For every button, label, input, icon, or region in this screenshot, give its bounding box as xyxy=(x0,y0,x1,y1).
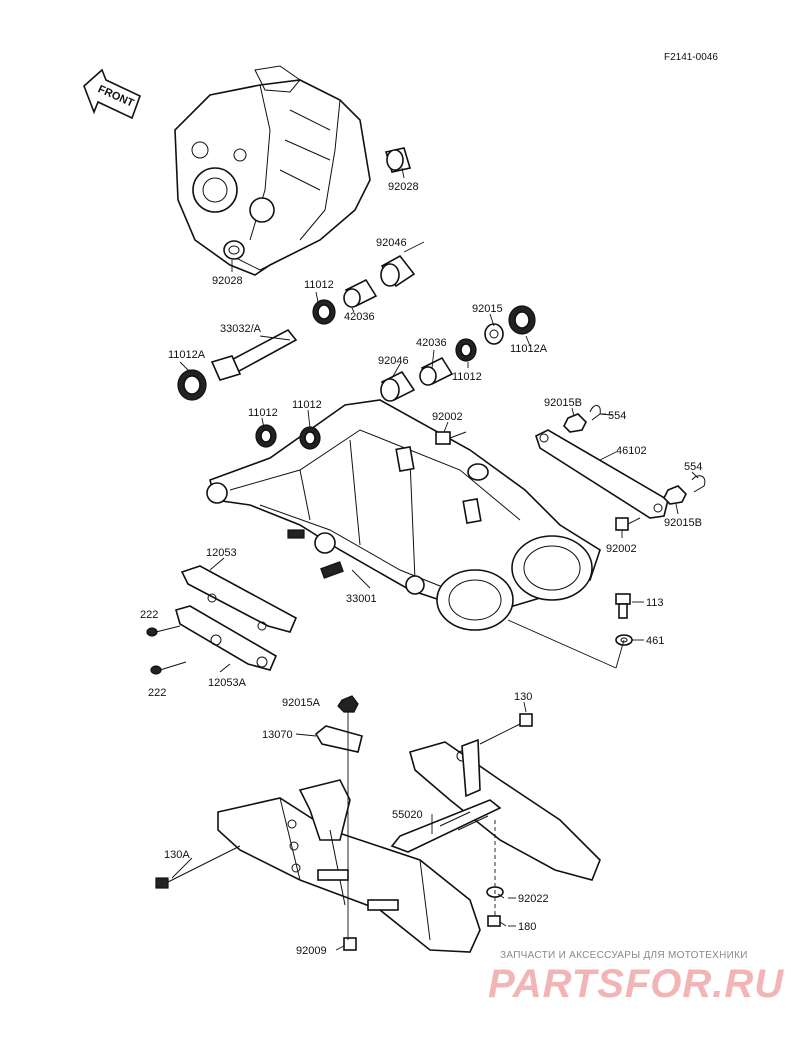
label-113: 113 xyxy=(646,597,664,609)
bearing-11012A-right xyxy=(508,305,536,335)
collar-92046-top xyxy=(380,254,416,288)
bolt-130A xyxy=(155,845,241,889)
screw-222-top xyxy=(146,625,181,637)
part-labels: 92028 92028 92046 11012 42036 33032/A 11… xyxy=(140,181,702,957)
label-55020: 55020 xyxy=(392,809,423,821)
bushing-92028-top xyxy=(384,147,412,173)
screw-222-bottom xyxy=(150,661,187,675)
label-222-top: 222 xyxy=(140,609,158,621)
label-46102: 46102 xyxy=(616,445,647,457)
cotter-pin-554-bottom xyxy=(691,475,706,493)
label-92022: 92022 xyxy=(518,893,549,905)
washer-92015 xyxy=(484,323,504,345)
bolt-113 xyxy=(615,593,631,619)
sleeve-42036-mid xyxy=(419,356,454,386)
label-461: 461 xyxy=(646,635,664,647)
label-13070: 13070 xyxy=(262,729,293,741)
label-11012-left2: 11012 xyxy=(292,399,322,411)
bolt-180 xyxy=(487,915,501,927)
label-11012-mid: 11012 xyxy=(452,371,482,383)
label-92002-bottom: 92002 xyxy=(606,543,637,555)
label-92015A: 92015A xyxy=(282,697,321,709)
label-11012A-right: 11012A xyxy=(510,343,548,355)
label-92015B-top: 92015B xyxy=(544,397,582,409)
bolt-130 xyxy=(479,713,533,745)
engine-crankcase xyxy=(174,65,371,276)
label-222-bottom: 222 xyxy=(148,687,166,699)
pivot-shaft-33032 xyxy=(210,328,298,381)
label-180: 180 xyxy=(518,921,536,933)
label-92015: 92015 xyxy=(472,303,503,315)
label-92028-bottom: 92028 xyxy=(212,275,243,287)
label-130: 130 xyxy=(514,691,532,703)
label-554-top: 554 xyxy=(608,410,626,422)
nut-92015B-top xyxy=(563,413,587,433)
label-554-bottom: 554 xyxy=(684,461,702,473)
bearing-11012-left2 xyxy=(299,426,321,450)
watermark-logo: PARTSFOR.RU xyxy=(488,962,785,1006)
label-130A: 130A xyxy=(164,849,190,861)
bearing-11012A-left xyxy=(177,369,207,401)
leader-lines xyxy=(171,167,699,951)
label-92015B-bottom: 92015B xyxy=(664,517,702,529)
label-92028-top: 92028 xyxy=(388,181,419,193)
nut-92015B-bottom xyxy=(663,485,687,505)
label-92009: 92009 xyxy=(296,945,327,957)
label-42036-mid: 42036 xyxy=(416,337,447,349)
bolt-92002-top xyxy=(435,431,467,445)
collar-92046-mid xyxy=(380,370,416,402)
front-arrow-icon: FRONT xyxy=(83,68,142,120)
chain-guide-12053 xyxy=(180,565,298,633)
label-11012-top: 11012 xyxy=(304,279,334,291)
chain-guide-12053A xyxy=(175,605,278,671)
bearing-11012-left xyxy=(255,424,277,448)
label-33001: 33001 xyxy=(346,593,377,605)
bearing-11012-top xyxy=(312,299,336,325)
label-11012-left: 11012 xyxy=(248,407,278,419)
label-42036-top: 42036 xyxy=(344,311,375,323)
bolt-92009 xyxy=(343,937,357,951)
watermark-caption: ЗАПЧАСТИ И АКСЕССУАРЫ ДЛЯ МОТОТЕХНИКИ xyxy=(500,950,748,961)
pad-13070 xyxy=(314,725,363,753)
bolt-92002-bottom xyxy=(615,517,641,531)
label-92002-top: 92002 xyxy=(432,411,463,423)
label-33032: 33032/A xyxy=(220,323,262,335)
chain-guard-55020 xyxy=(217,738,601,953)
bearing-11012-mid xyxy=(455,338,477,362)
torque-link-46102 xyxy=(535,429,669,519)
sleeve-42036-top xyxy=(343,278,378,308)
label-12053: 12053 xyxy=(206,547,237,559)
label-12053A: 12053A xyxy=(208,677,247,689)
label-92046-top: 92046 xyxy=(376,237,407,249)
label-11012A-left: 11012A xyxy=(168,349,206,361)
label-92046-mid: 92046 xyxy=(378,355,409,367)
bushing-92028-bottom xyxy=(223,240,245,260)
nut-92015A xyxy=(337,695,359,713)
label-dashes xyxy=(508,413,606,927)
cotter-pin-554-top xyxy=(589,405,601,421)
swingarm xyxy=(206,399,601,631)
diagram-code: F2141-0046 xyxy=(664,52,718,63)
